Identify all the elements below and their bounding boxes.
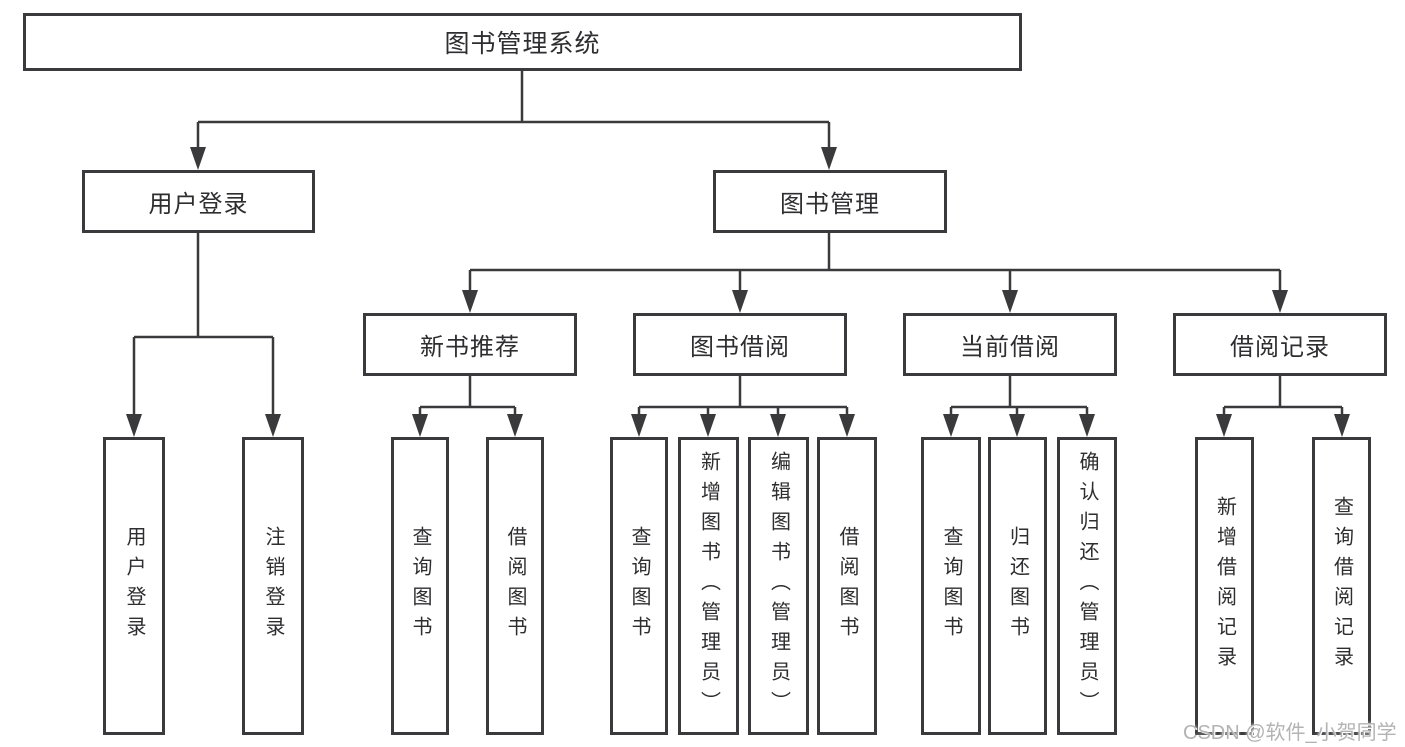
leaf-query-books-current: 查询图书: [921, 437, 981, 735]
leaf-borrow-books-recommend: 借阅图书: [486, 437, 544, 735]
leaf-add-book-admin-label: 新增图书（管理员）: [697, 451, 720, 721]
leaf-borrow-books: 借阅图书: [817, 437, 877, 735]
leaf-query-books-recommend-label: 查询图书: [409, 526, 431, 646]
leaf-return-book-label: 归还图书: [1006, 526, 1029, 646]
leaf-add-book-admin: 新增图书（管理员）: [678, 437, 739, 735]
node-library-system: 图书管理系统: [23, 13, 1022, 71]
leaf-query-borrow-record-label: 查询借阅记录: [1330, 496, 1353, 676]
leaf-confirm-return-admin: 确认归还（管理员）: [1057, 437, 1117, 735]
leaf-user-login-label: 用户登录: [123, 526, 145, 646]
node-user-login: 用户登录: [82, 170, 315, 233]
leaf-query-books-borrow-label: 查询图书: [628, 526, 650, 646]
csdn-watermark: CSDN @软件_小贺同学: [1183, 722, 1397, 744]
node-current-borrow: 当前借阅: [903, 313, 1117, 376]
leaf-edit-book-admin-label: 编辑图书（管理员）: [767, 451, 790, 721]
leaf-logout-label: 注销登录: [262, 526, 284, 646]
node-book-borrow: 图书借阅: [633, 313, 847, 376]
leaf-borrow-books-label: 借阅图书: [836, 526, 858, 646]
leaf-confirm-return-admin-label: 确认归还（管理员）: [1076, 451, 1098, 721]
leaf-query-books-current-label: 查询图书: [940, 526, 962, 646]
leaf-logout: 注销登录: [242, 437, 304, 735]
leaf-edit-book-admin: 编辑图书（管理员）: [748, 437, 809, 735]
node-new-book-recommend: 新书推荐: [363, 313, 577, 376]
leaf-user-login: 用户登录: [103, 437, 165, 735]
node-borrow-records: 借阅记录: [1173, 313, 1387, 376]
leaf-query-borrow-record: 查询借阅记录: [1312, 437, 1371, 735]
leaf-borrow-books-recommend-label: 借阅图书: [504, 526, 526, 646]
leaf-add-borrow-record-label: 新增借阅记录: [1213, 496, 1236, 676]
leaf-query-books-recommend: 查询图书: [391, 437, 449, 735]
node-book-management: 图书管理: [713, 170, 947, 233]
leaf-query-books-borrow: 查询图书: [610, 437, 668, 735]
leaf-add-borrow-record: 新增借阅记录: [1195, 437, 1254, 735]
leaf-return-book: 归还图书: [988, 437, 1047, 735]
